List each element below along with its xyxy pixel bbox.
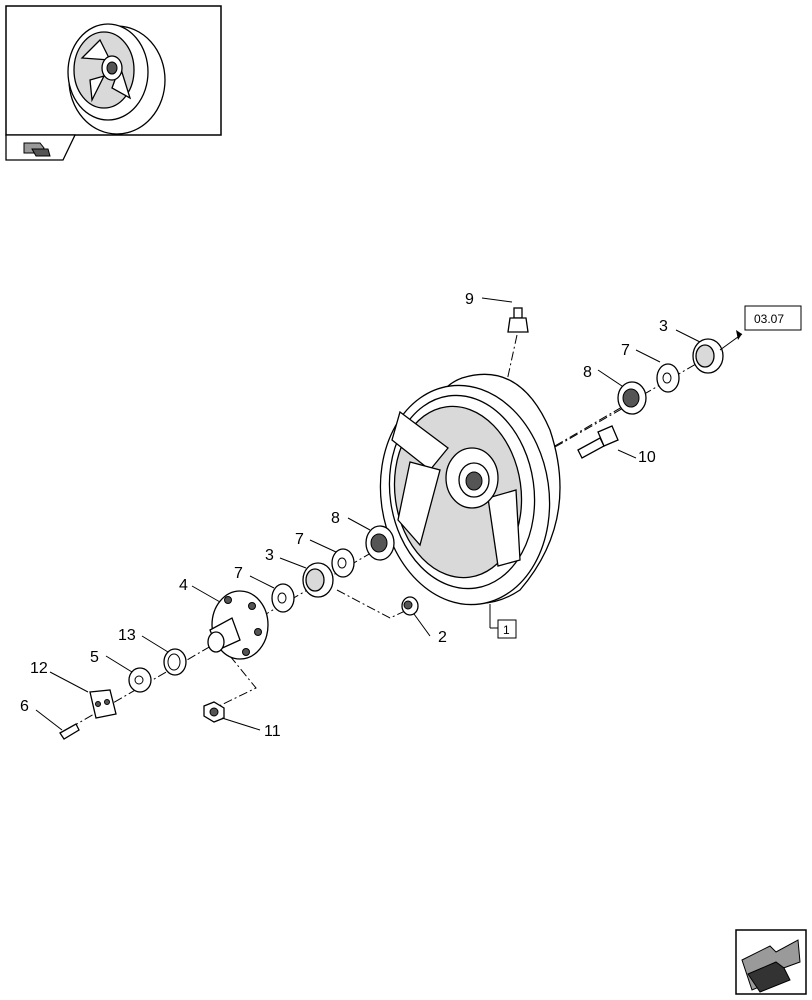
part-1-label-box: 1 xyxy=(490,619,517,639)
callout-8-front: 8 xyxy=(331,510,340,527)
callout-8-rear: 8 xyxy=(583,364,592,381)
callout-12: 12 xyxy=(30,660,48,677)
snap-ring-part-13[interactable] xyxy=(163,648,187,676)
callout-1: 1 xyxy=(503,623,510,637)
callout-11: 11 xyxy=(264,723,281,740)
washer-part-7-mid[interactable] xyxy=(331,548,355,578)
screw-part-6[interactable] xyxy=(59,723,80,740)
wheel-part-1[interactable] xyxy=(367,373,564,615)
callout-4: 4 xyxy=(179,577,188,594)
bearing-part-8-rear[interactable] xyxy=(617,381,647,415)
callout-5: 5 xyxy=(90,649,99,666)
plate-part-12[interactable] xyxy=(89,689,117,719)
callout-2: 2 xyxy=(438,629,447,646)
callout-13: 13 xyxy=(118,627,136,644)
callout-6: 6 xyxy=(20,698,29,715)
washer-part-5[interactable] xyxy=(128,667,152,693)
nut-part-11[interactable] xyxy=(203,701,225,723)
washer-part-7-front[interactable] xyxy=(271,583,295,613)
bearing-part-3-front[interactable] xyxy=(302,562,334,598)
bearing-part-3-rear[interactable] xyxy=(692,338,724,374)
callout-7-mid: 7 xyxy=(295,531,304,548)
callout-7-front: 7 xyxy=(234,565,243,582)
bearing-part-8-front[interactable] xyxy=(365,525,395,561)
hand-pointer-icon xyxy=(23,142,51,157)
callout-10: 10 xyxy=(638,449,656,466)
callout-7-rear: 7 xyxy=(621,342,630,359)
callout-3-rear: 3 xyxy=(659,318,668,335)
spacer-part-2[interactable] xyxy=(401,596,419,616)
reference-link-box[interactable]: 03.07 xyxy=(744,305,802,331)
hub-part-4[interactable] xyxy=(207,590,269,660)
grease-nipple-part-9[interactable] xyxy=(507,307,529,333)
wheel-thumbnail-icon[interactable] xyxy=(5,5,222,136)
next-page-arrow-icon[interactable] xyxy=(735,929,807,995)
callout-3-front: 3 xyxy=(265,547,274,564)
reference-label: 03.07 xyxy=(754,312,784,326)
bolt-part-10[interactable] xyxy=(577,425,619,459)
leader-lines xyxy=(35,297,743,731)
callout-9: 9 xyxy=(465,291,474,308)
washer-part-7-rear[interactable] xyxy=(656,363,680,393)
callout-labels: 9 3 7 8 10 8 7 3 7 4 13 5 12 6 2 11 xyxy=(20,291,668,740)
thumbnail-nav-tab[interactable] xyxy=(5,134,77,161)
